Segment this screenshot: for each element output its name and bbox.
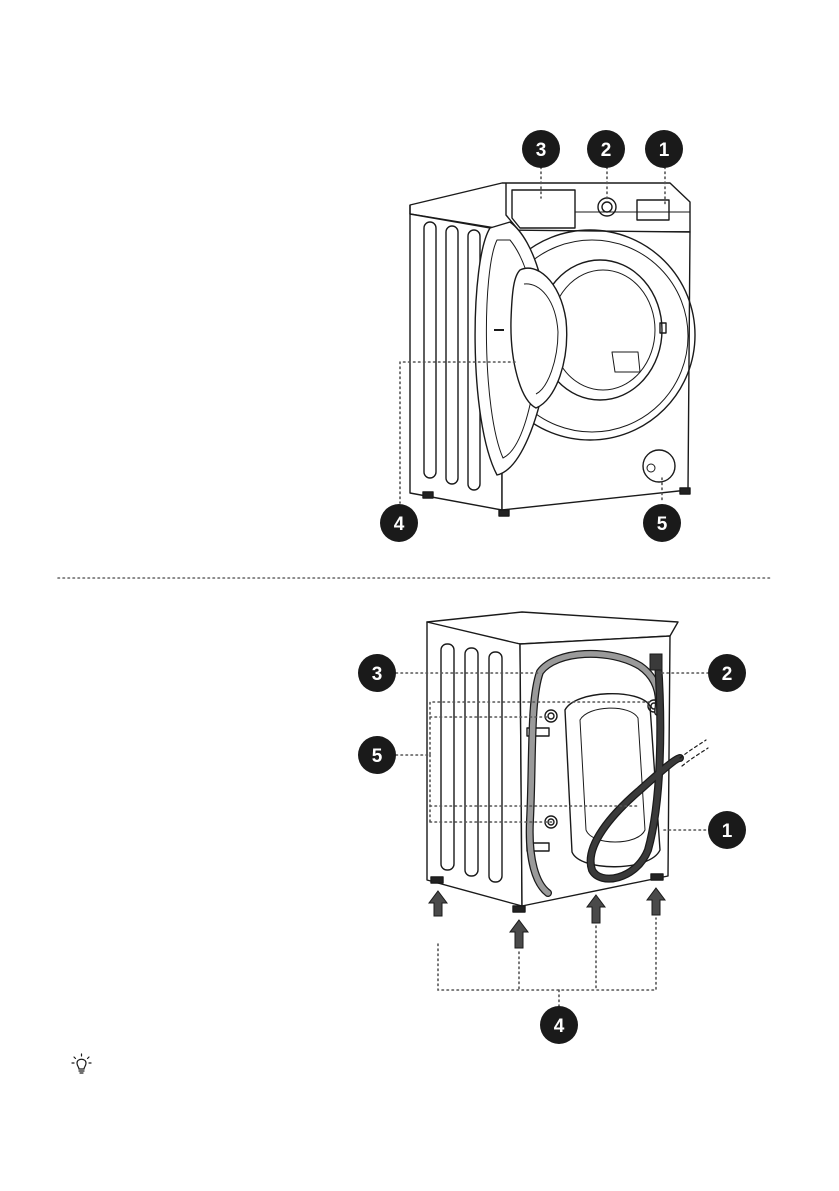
front-callout-2-label: 2	[601, 140, 612, 161]
back-callout-2-label: 2	[722, 664, 733, 685]
front-callout-1: 1	[645, 130, 683, 168]
arrow-up-icon	[429, 891, 447, 916]
front-view-illustration	[410, 183, 695, 516]
back-foot-left	[431, 877, 443, 883]
front-callout-5: 5	[643, 504, 681, 542]
back-foot-center	[513, 906, 525, 912]
lightbulb-icon	[72, 1054, 91, 1073]
back-callout-4: 4	[540, 1006, 578, 1044]
back-callout-5-label: 5	[372, 746, 383, 767]
back-callout-1: 1	[708, 811, 746, 849]
front-callout-2: 2	[587, 130, 625, 168]
arrow-up-icon	[587, 895, 605, 923]
back-callout-3: 3	[358, 654, 396, 692]
back-callout-1-label: 1	[722, 821, 733, 842]
front-callout-4-label: 4	[394, 514, 405, 535]
back-callout-3-label: 3	[372, 664, 383, 685]
back-foot-right	[651, 874, 663, 880]
back-callout-2: 2	[708, 654, 746, 692]
arrow-up-icon	[647, 888, 665, 915]
front-callout-1-label: 1	[659, 140, 670, 161]
front-foot-center	[499, 510, 509, 516]
front-callout-3: 3	[522, 130, 560, 168]
arrow-up-icon	[510, 920, 528, 948]
back-callout-5: 5	[358, 736, 396, 774]
front-foot-right	[680, 488, 690, 494]
front-foot-left	[423, 492, 433, 498]
front-callout-4: 4	[380, 504, 418, 542]
back-callout-4-label: 4	[554, 1016, 565, 1037]
front-callout-3-label: 3	[536, 140, 547, 161]
front-callout-5-label: 5	[657, 514, 668, 535]
